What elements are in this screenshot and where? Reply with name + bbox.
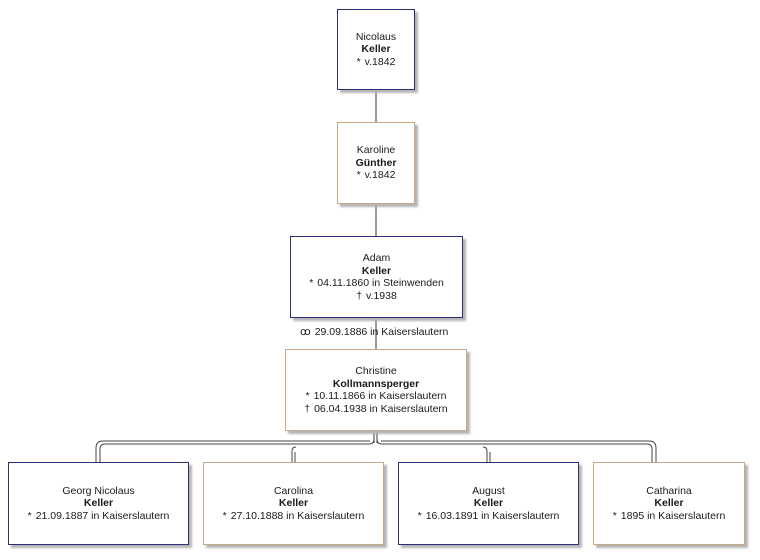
given-name: Carolina bbox=[273, 484, 314, 497]
person-box-august-keller[interactable]: August Keller *16.03.1891 in Kaiserslaut… bbox=[398, 462, 579, 545]
given-name: Nicolaus bbox=[355, 30, 397, 43]
birth-line: *27.10.1888 in Kaiserslautern bbox=[223, 510, 365, 523]
death-line: †v.1938 bbox=[356, 290, 397, 303]
death-date: v.1938 bbox=[366, 289, 397, 302]
birth-date: 16.03.1891 in Kaiserslautern bbox=[425, 509, 560, 522]
birth-line: *1895 in Kaiserslautern bbox=[613, 510, 726, 523]
birth-date: 1895 in Kaiserslautern bbox=[620, 509, 726, 522]
surname: Keller bbox=[654, 497, 684, 510]
sibling-bracket bbox=[95, 438, 657, 462]
birth-line: *16.03.1891 in Kaiserslautern bbox=[418, 510, 560, 523]
given-name: Georg Nicolaus bbox=[62, 484, 135, 497]
person-box-catharina-keller[interactable]: Catharina Keller *1895 in Kaiserslautern bbox=[593, 462, 745, 545]
marriage-date: 29.09.1886 in Kaiserslautern bbox=[314, 326, 449, 338]
person-box-carolina-keller[interactable]: Carolina Keller *27.10.1888 in Kaisersla… bbox=[203, 462, 384, 545]
death-line: †06.04.1938 in Kaiserslautern bbox=[304, 403, 448, 416]
surname: Günther bbox=[355, 156, 397, 169]
person-box-christine-kollmannsperger[interactable]: Christine Kollmannsperger *10.11.1866 in… bbox=[285, 349, 467, 431]
given-name: August bbox=[472, 484, 505, 497]
birth-symbol-icon: * bbox=[612, 509, 617, 522]
birth-line: *21.09.1887 in Kaiserslautern bbox=[28, 510, 170, 523]
person-box-georg-nicolaus-keller[interactable]: Georg Nicolaus Keller *21.09.1887 in Kai… bbox=[8, 462, 189, 545]
surname: Keller bbox=[83, 497, 114, 510]
marriage-rings-icon: ꝏ bbox=[300, 326, 311, 338]
birth-symbol-icon: * bbox=[27, 509, 32, 522]
birth-date: v.1842 bbox=[364, 55, 396, 68]
given-name: Catharina bbox=[646, 484, 692, 497]
person-box-adam-keller[interactable]: Adam Keller *04.11.1860 in Steinwenden †… bbox=[290, 236, 463, 318]
given-name: Adam bbox=[362, 252, 391, 264]
birth-line: *04.11.1860 in Steinwenden bbox=[309, 277, 444, 290]
death-symbol-icon: † bbox=[356, 289, 363, 302]
given-name: Karoline bbox=[356, 144, 396, 157]
birth-symbol-icon: * bbox=[222, 509, 227, 522]
birth-date: 27.10.1888 in Kaiserslautern bbox=[230, 509, 365, 522]
birth-symbol-icon: * bbox=[305, 390, 310, 402]
birth-symbol-icon: * bbox=[356, 55, 361, 68]
surname: Kollmannsperger bbox=[332, 377, 420, 390]
surname: Keller bbox=[473, 497, 504, 510]
death-symbol-icon: † bbox=[304, 402, 311, 415]
birth-line: *10.11.1866 in Kaiserslautern bbox=[306, 390, 447, 403]
birth-symbol-icon: * bbox=[309, 277, 314, 289]
person-box-karoline-guenther[interactable]: Karoline Günther *v.1842 bbox=[337, 122, 415, 204]
given-name: Christine bbox=[355, 365, 397, 377]
person-box-nicolaus-keller[interactable]: Nicolaus Keller *v.1842 bbox=[337, 9, 415, 90]
birth-date: 04.11.1860 in Steinwenden bbox=[317, 277, 444, 289]
surname: Keller bbox=[278, 497, 309, 510]
birth-date: v.1842 bbox=[364, 169, 396, 182]
birth-symbol-icon: * bbox=[356, 169, 361, 182]
birth-date: 10.11.1866 in Kaiserslautern bbox=[313, 390, 447, 402]
birth-line: *v.1842 bbox=[357, 169, 396, 182]
death-date: 06.04.1938 in Kaiserslautern bbox=[314, 402, 448, 415]
birth-date: 21.09.1887 in Kaiserslautern bbox=[35, 509, 170, 522]
surname: Keller bbox=[361, 43, 391, 56]
surname: Keller bbox=[361, 264, 392, 277]
birth-symbol-icon: * bbox=[417, 509, 422, 522]
birth-line: *v.1842 bbox=[357, 56, 396, 69]
